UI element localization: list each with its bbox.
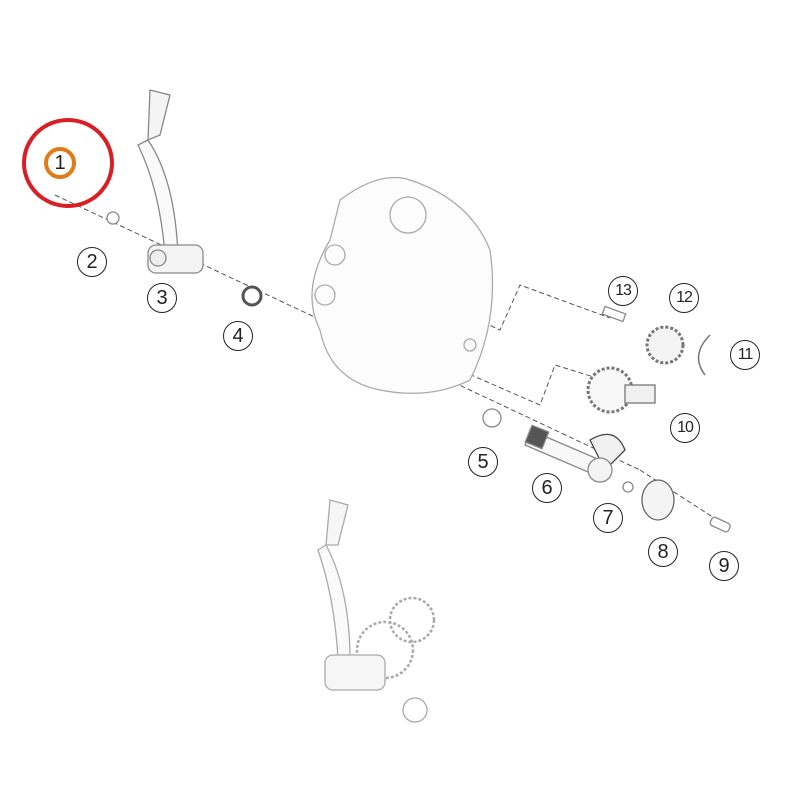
engine-case [311,176,494,394]
circlip-part [697,334,711,376]
callout-11[interactable]: 11 [730,340,760,370]
callout-4[interactable]: 4 [223,321,253,351]
callout-3[interactable]: 3 [147,283,177,313]
assembled-inset-view [317,499,436,723]
highlight-ring [22,118,114,208]
callout-2[interactable]: 2 [77,247,107,277]
callout-13[interactable]: 13 [608,276,638,306]
callout-12[interactable]: 12 [669,283,699,313]
pin-part [709,516,731,533]
callout-9[interactable]: 9 [709,551,739,581]
intermediate-gear [586,366,656,414]
ratchet-part [641,479,675,521]
kick-shaft [524,424,626,483]
callout-7[interactable]: 7 [593,503,623,533]
washer-part [106,211,120,225]
callout-5[interactable]: 5 [468,447,498,477]
washer-small-part [622,481,634,493]
idler-gear [645,325,685,365]
callout-10[interactable]: 10 [670,413,700,443]
seal-ring-part [241,285,263,307]
callout-8[interactable]: 8 [648,537,678,567]
callout-6[interactable]: 6 [532,473,562,503]
callout-1[interactable]: 1 [44,147,76,179]
kick-starter-lever [137,89,204,274]
thrust-washer-part [482,408,502,428]
bolt-part [601,305,627,323]
